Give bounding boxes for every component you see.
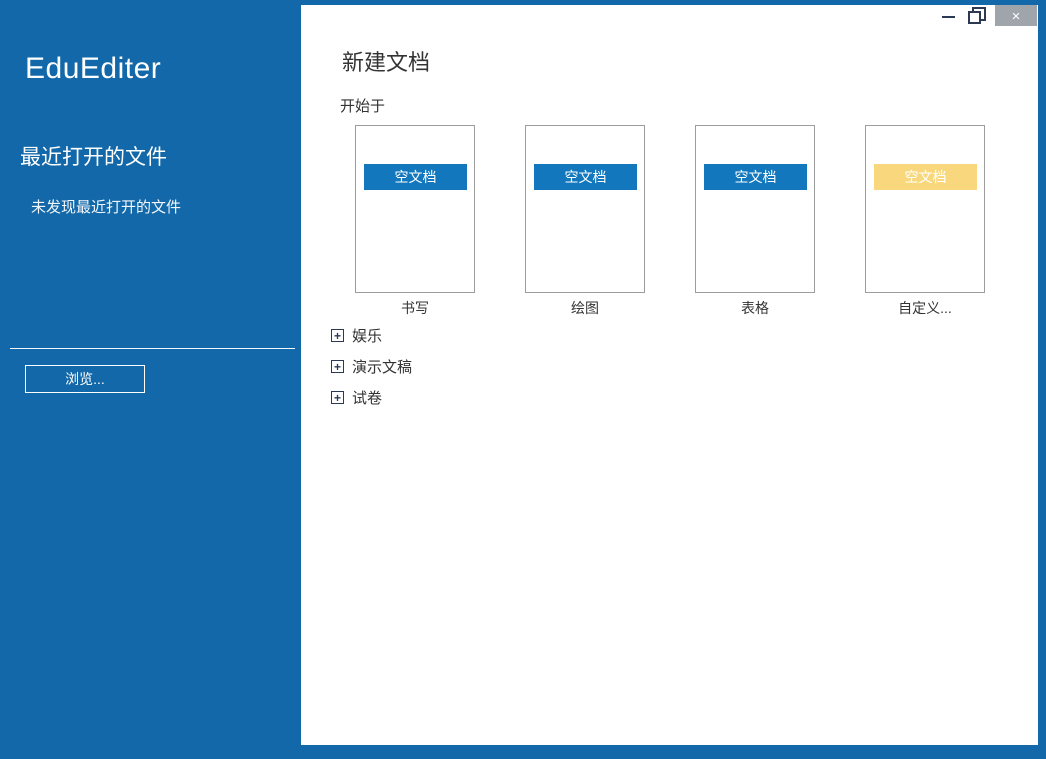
empty-doc-badge: 空文档	[534, 164, 637, 190]
category-row-yanshiwengao[interactable]: + 演示文稿	[331, 356, 412, 377]
sidebar: EduEditer 最近打开的文件 未发现最近打开的文件 浏览...	[0, 0, 301, 759]
empty-doc-badge: 空文档	[874, 164, 977, 190]
empty-doc-badge: 空文档	[704, 164, 807, 190]
template-card-label: 表格	[741, 300, 769, 316]
empty-doc-badge: 空文档	[364, 164, 467, 190]
minimize-button[interactable]	[938, 5, 960, 25]
restore-button[interactable]	[964, 5, 988, 25]
restore-icon	[968, 11, 981, 24]
recent-files-empty-text: 未发现最近打开的文件	[31, 199, 182, 216]
category-label: 演示文稿	[352, 359, 413, 376]
sidebar-divider	[10, 348, 295, 349]
recent-files-heading: 最近打开的文件	[20, 146, 167, 169]
template-card[interactable]: 空文档	[865, 125, 985, 293]
expand-plus-icon[interactable]: +	[331, 391, 344, 404]
category-row-shijuan[interactable]: + 试卷	[331, 387, 412, 408]
window-controls: ×	[918, 5, 1038, 31]
template-card[interactable]: 空文档	[695, 125, 815, 293]
main-panel: × 新建文档 开始于 空文档 书写 空文档 绘图 空文档	[301, 5, 1038, 745]
template-card-zidingyi: 空文档 自定义...	[865, 125, 985, 318]
template-card-huitu: 空文档 绘图	[525, 125, 645, 318]
template-card-label: 自定义...	[898, 300, 952, 316]
expand-plus-icon[interactable]: +	[331, 360, 344, 373]
app-title: EduEditer	[25, 52, 162, 85]
page-title: 新建文档	[342, 50, 431, 75]
template-card-biaoge: 空文档 表格	[695, 125, 815, 318]
template-card-label: 绘图	[571, 300, 599, 316]
template-card[interactable]: 空文档	[525, 125, 645, 293]
template-card-shuxie: 空文档 书写	[355, 125, 475, 318]
template-card[interactable]: 空文档	[355, 125, 475, 293]
start-from-label: 开始于	[340, 98, 386, 115]
close-button[interactable]: ×	[995, 5, 1037, 26]
expand-plus-icon[interactable]: +	[331, 329, 344, 342]
minimize-icon	[942, 16, 955, 18]
category-row-yule[interactable]: + 娱乐	[331, 325, 412, 346]
category-list: + 娱乐 + 演示文稿 + 试卷	[331, 325, 412, 418]
category-label: 娱乐	[352, 328, 383, 345]
category-label: 试卷	[352, 390, 383, 407]
template-card-label: 书写	[401, 300, 429, 316]
browse-button[interactable]: 浏览...	[25, 365, 145, 393]
template-cards-row: 空文档 书写 空文档 绘图 空文档 表格 空文档 自定义..	[355, 125, 1015, 325]
